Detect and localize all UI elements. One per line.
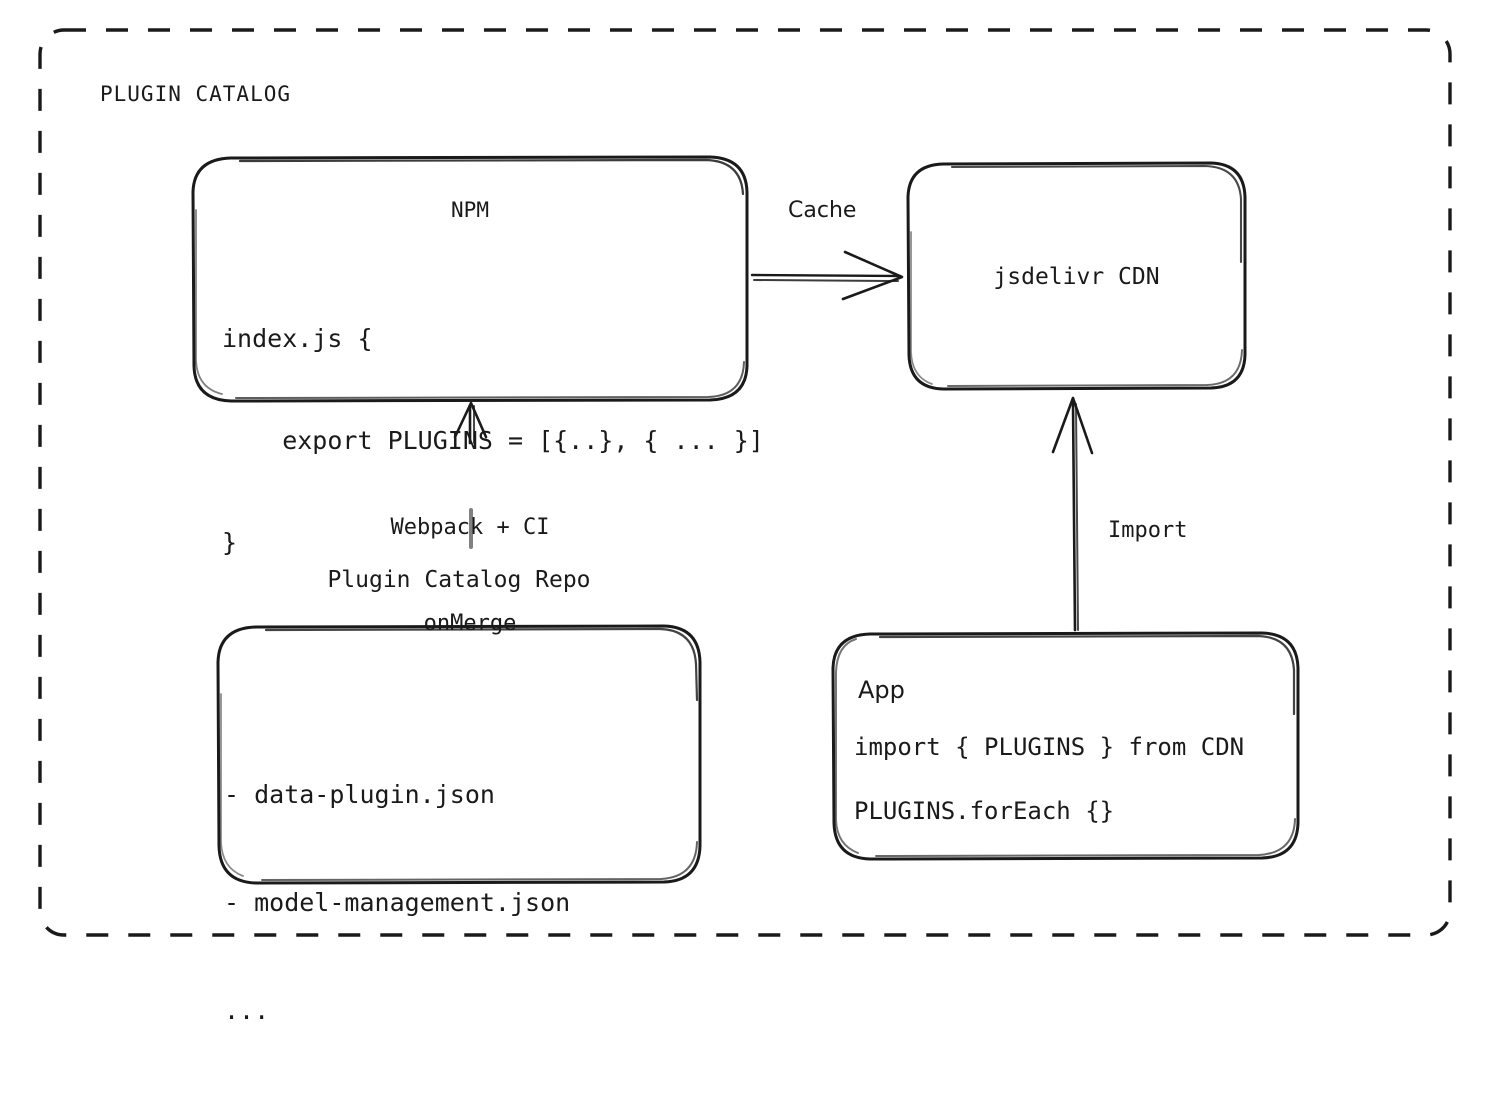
app-node-code-foreach: PLUGINS.forEach {}: [854, 797, 1115, 825]
repo-file-item: - model-management.json: [224, 888, 571, 917]
app-node-title: App: [858, 676, 905, 704]
npm-code-line: index.js {: [222, 324, 373, 353]
app-node-code-import: import { PLUGINS } from CDN: [854, 733, 1245, 761]
npm-node-code: index.js { export PLUGINS = [{..}, { ...…: [222, 254, 764, 628]
npm-node-title: NPM: [451, 198, 489, 222]
edge-label-webpack-onmerge: Webpack + CI onMerge: [330, 448, 610, 704]
plugin-catalog-title: PLUGIN CATALOG: [100, 82, 292, 106]
cdn-node-title: jsdelivr CDN: [993, 264, 1160, 290]
npm-code-line: export PLUGINS = [{..}, { ... }]: [222, 426, 764, 455]
edge-app-to-cdn: [1051, 396, 1094, 632]
edge-label-line: Webpack + CI: [390, 515, 550, 540]
repo-node-file-list: - data-plugin.json - model-management.js…: [224, 705, 570, 1101]
edge-label-import: Import: [1108, 518, 1188, 543]
npm-code-line: }: [222, 528, 238, 557]
repo-file-item: ...: [224, 996, 270, 1025]
edge-label-line: onMerge: [423, 611, 517, 636]
repo-file-item: - data-plugin.json: [224, 780, 495, 809]
edge-npm-to-cdn: [750, 250, 904, 301]
edge-label-cache: Cache: [788, 198, 857, 223]
diagram-canvas: PLUGIN CATALOG NPM index.js { export PLU…: [38, 28, 1452, 1025]
repo-node-label: Plugin Catalog Repo: [327, 567, 591, 593]
